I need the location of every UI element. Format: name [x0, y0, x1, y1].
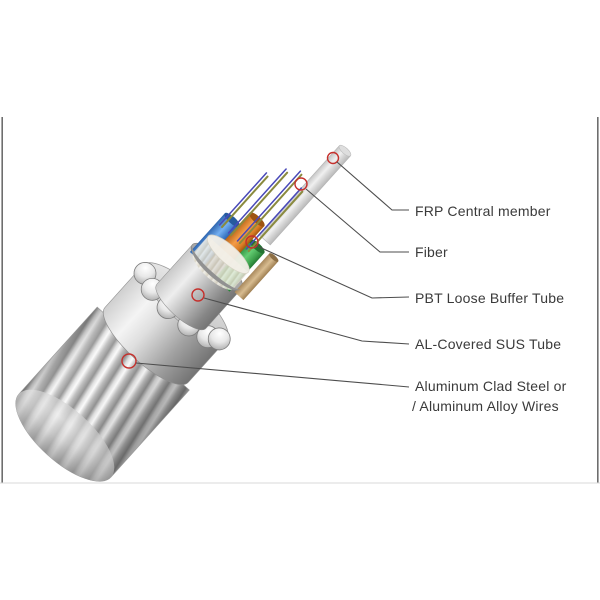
leader-line-frp: [336, 161, 409, 211]
callout-marker-pbt: [245, 235, 259, 249]
stranded-wires-cylinder: [15, 306, 190, 482]
callout-marker-fiber: [294, 177, 308, 191]
label-pbt: PBT Loose Buffer Tube: [415, 290, 564, 306]
fiber-strand: [229, 171, 289, 237]
leader-line-pbt: [256, 245, 410, 299]
label-wires-1: Aluminum Clad Steel or: [415, 378, 567, 394]
leader-lines: [135, 161, 410, 388]
fiber-strand: [227, 168, 287, 234]
label-frp: FRP Central member: [415, 203, 551, 219]
callout-marker-sus: [191, 288, 205, 302]
label-fiber: Fiber: [415, 244, 448, 260]
leader-line-fiber: [305, 188, 409, 253]
callout-labels: FRP Central member Fiber PBT Loose Buffe…: [412, 203, 567, 414]
cable-illustration: [15, 144, 352, 482]
fiber-strand: [245, 187, 303, 250]
fiber-strand: [236, 170, 302, 242]
callout-markers: [121, 151, 340, 369]
label-sus: AL-Covered SUS Tube: [415, 336, 561, 352]
fiber-strand: [221, 175, 269, 229]
fiber-strand: [218, 172, 268, 226]
leader-line-wires: [135, 362, 410, 388]
water-blocking-wrap: [191, 234, 250, 291]
label-wires-2: / Aluminum Alloy Wires: [412, 398, 559, 414]
buffer-tube-tan: [234, 253, 279, 301]
frame-borders: [0, 117, 600, 484]
fiber-strand: [238, 173, 303, 245]
leader-line-sus: [203, 297, 410, 345]
callout-marker-wires: [121, 353, 137, 369]
wire-end-circle: [207, 327, 231, 351]
callout-marker-frp: [326, 151, 340, 165]
